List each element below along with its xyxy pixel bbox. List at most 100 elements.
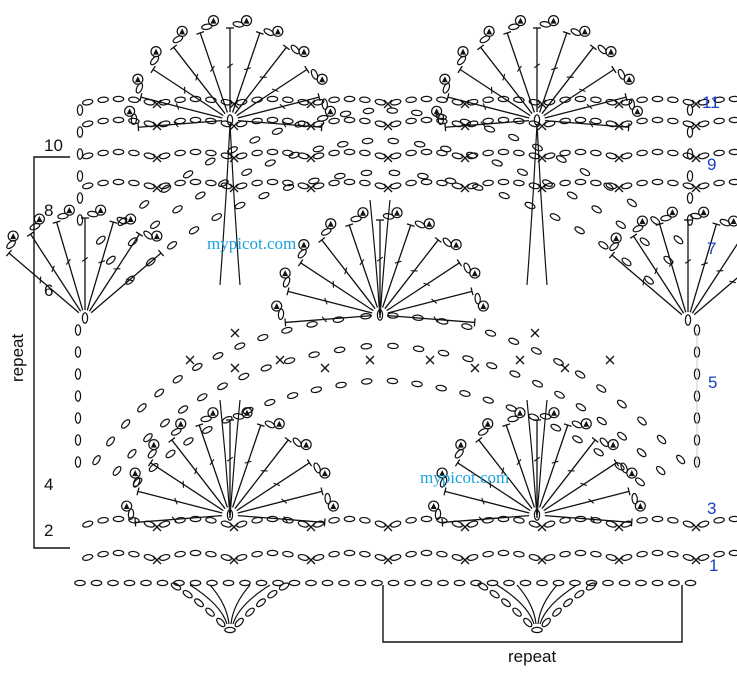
double-crochet-top: [434, 236, 442, 243]
double-crochet: [237, 490, 323, 514]
chain-stitch: [82, 182, 94, 190]
chain-stitch: [148, 462, 159, 473]
chain-stitch: [189, 515, 202, 523]
chain-stitch: [196, 393, 208, 402]
chain-stitch: [174, 96, 186, 104]
chain-stitch: [467, 520, 479, 528]
long-stitch: [232, 584, 271, 625]
chain-stitch: [160, 418, 170, 428]
picot: [728, 215, 737, 227]
chain-stitch: [174, 179, 186, 187]
chain-stitch: [451, 152, 463, 160]
chain-stitch: [621, 257, 632, 267]
chain-stitch: [516, 168, 528, 176]
chain-stitch: [569, 579, 581, 587]
picot-dot: [433, 108, 440, 115]
chain-stitch: [282, 149, 294, 157]
double-crochet-top: [441, 518, 444, 527]
single-crochet: [425, 355, 435, 365]
chain-stitch: [282, 183, 295, 191]
chain-stitch: [374, 553, 386, 561]
chain-stitch: [461, 323, 473, 330]
picot: [626, 467, 638, 479]
chain-stitch: [575, 403, 587, 412]
double-crochet-slash: [209, 459, 215, 466]
chain-stitch: [543, 98, 556, 106]
picot: [431, 105, 443, 117]
chain-stitch: [74, 579, 86, 587]
chain-stitch: [236, 152, 248, 160]
chain-stitch: [505, 404, 517, 412]
double-crochet-slash: [478, 516, 484, 523]
chain-stitch: [615, 220, 626, 229]
chain-stitch: [523, 617, 533, 628]
picot: [129, 467, 141, 479]
double-crochet-slash: [173, 121, 179, 128]
picot: [316, 73, 328, 85]
chain-stitch: [507, 415, 519, 423]
long-stitch: [209, 584, 230, 625]
chain-stitch: [106, 436, 115, 447]
double-crochet: [691, 243, 737, 314]
chain-stitch: [590, 96, 602, 104]
double-crochet: [88, 233, 141, 312]
chain-stitch: [686, 192, 694, 204]
chain-stitch: [159, 182, 171, 190]
double-crochet-top: [5, 249, 13, 257]
chain-stitch: [497, 178, 510, 186]
double-crochet-slash: [283, 516, 288, 523]
picot: [151, 230, 163, 242]
chain-stitch: [651, 116, 664, 124]
double-crochet-slash: [273, 482, 281, 487]
chain-stitch: [95, 235, 106, 245]
picot-dot: [300, 48, 307, 55]
chain-stitch: [713, 117, 725, 125]
double-crochet-slash: [98, 260, 106, 264]
single-crochet: [605, 355, 615, 365]
chain-stitch: [251, 117, 263, 125]
double-crochet-top: [157, 249, 165, 257]
single-crochet: [320, 363, 330, 373]
chain-stitch: [177, 405, 189, 414]
picot: [423, 218, 435, 230]
chain-stitch: [143, 433, 153, 443]
chain-stitch: [74, 346, 82, 358]
chain-stitch: [454, 448, 464, 459]
chain-stitch: [220, 520, 232, 528]
picot-dot: [319, 76, 326, 83]
picot: [631, 105, 643, 117]
picot-dot: [97, 207, 104, 214]
picot-dot: [607, 48, 614, 55]
chain-stitch: [195, 191, 206, 200]
chain-stitch: [170, 427, 182, 436]
single-crochet: [275, 355, 285, 365]
long-stitch: [229, 123, 241, 286]
double-crochet-slash: [654, 267, 658, 275]
double-crochet: [287, 290, 373, 314]
chain-stitch: [451, 553, 463, 561]
double-crochet: [236, 462, 310, 512]
picot: [605, 46, 617, 58]
chain-stitch: [673, 235, 684, 245]
chain-stitch: [374, 182, 386, 190]
chain-stitch: [182, 170, 194, 179]
chain-stitch: [266, 549, 279, 557]
chain-stitch: [420, 515, 433, 523]
chain-stitch: [605, 152, 617, 160]
chain-stitch: [436, 318, 449, 325]
double-crochet-top: [134, 518, 137, 527]
chain-stitch: [390, 120, 402, 128]
single-crochet: [365, 355, 375, 365]
chain-stitch: [313, 152, 325, 160]
picot-dot: [626, 76, 633, 83]
picot: [271, 300, 283, 312]
chain-stitch: [497, 148, 510, 156]
picot-dot: [439, 470, 446, 477]
picot-dot: [480, 303, 487, 310]
double-crochet-top: [454, 459, 461, 467]
picot-dot: [426, 220, 433, 227]
picot: [148, 439, 160, 451]
chain-stitch: [508, 133, 520, 142]
chain-stitch: [386, 377, 399, 385]
double-crochet-slash: [65, 258, 71, 265]
